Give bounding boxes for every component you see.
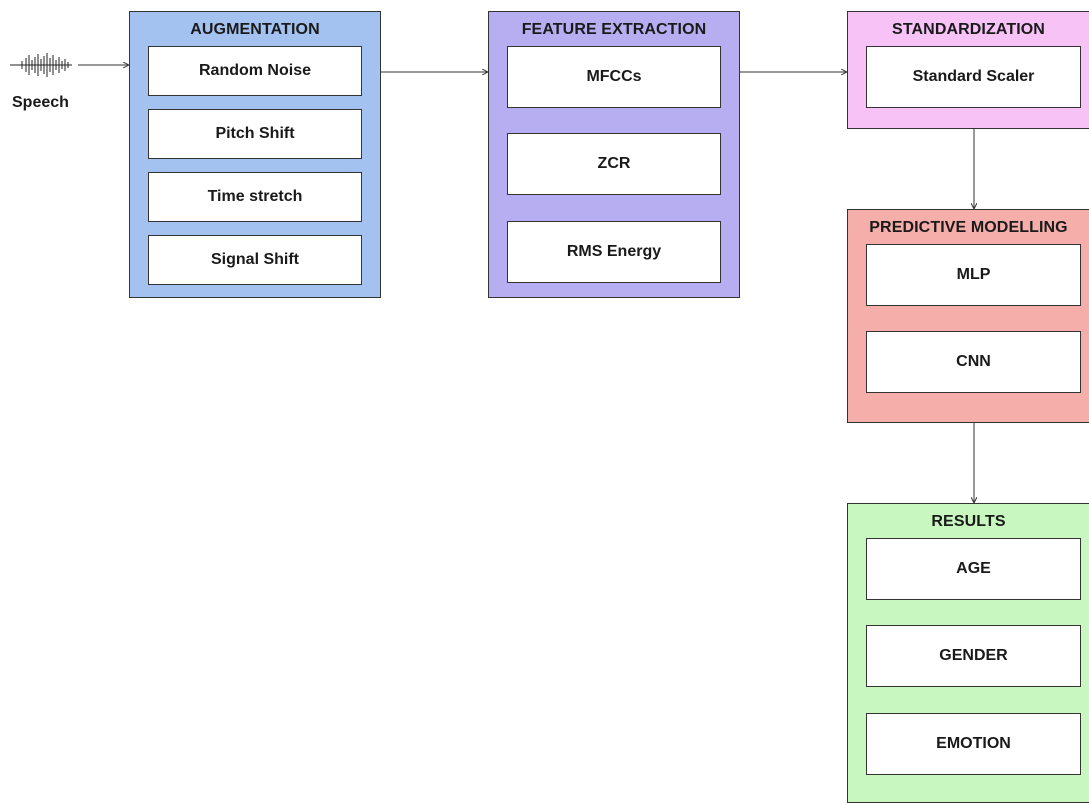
emotion-node: EMOTION — [866, 713, 1081, 775]
signal-shift-node: Signal Shift — [148, 235, 362, 285]
speech-label: Speech — [12, 94, 69, 111]
cnn-node: CNN — [866, 331, 1081, 393]
results-stage: RESULTS AGE GENDER EMOTION — [847, 503, 1089, 803]
standard-scaler-node: Standard Scaler — [866, 46, 1081, 108]
predictive-modelling-title: PREDICTIVE MODELLING — [869, 219, 1068, 236]
augmentation-stage: AUGMENTATION Random Noise Pitch Shift Ti… — [129, 11, 381, 298]
zcr-node: ZCR — [507, 133, 721, 195]
waveform-icon — [10, 53, 72, 77]
mfccs-node: MFCCs — [507, 46, 721, 108]
age-node: AGE — [866, 538, 1081, 600]
time-stretch-node: Time stretch — [148, 172, 362, 222]
feature-extraction-title: FEATURE EXTRACTION — [521, 21, 707, 38]
mlp-node: MLP — [866, 244, 1081, 306]
standardization-stage: STANDARDIZATION Standard Scaler — [847, 11, 1089, 129]
predictive-modelling-stage: PREDICTIVE MODELLING MLP CNN — [847, 209, 1089, 423]
augmentation-title: AUGMENTATION — [190, 21, 320, 38]
rms-energy-node: RMS Energy — [507, 221, 721, 283]
random-noise-node: Random Noise — [148, 46, 362, 96]
standardization-title: STANDARDIZATION — [892, 21, 1045, 38]
pitch-shift-node: Pitch Shift — [148, 109, 362, 159]
results-title: RESULTS — [931, 513, 1006, 530]
feature-extraction-stage: FEATURE EXTRACTION MFCCs ZCR RMS Energy — [488, 11, 740, 298]
gender-node: GENDER — [866, 625, 1081, 687]
